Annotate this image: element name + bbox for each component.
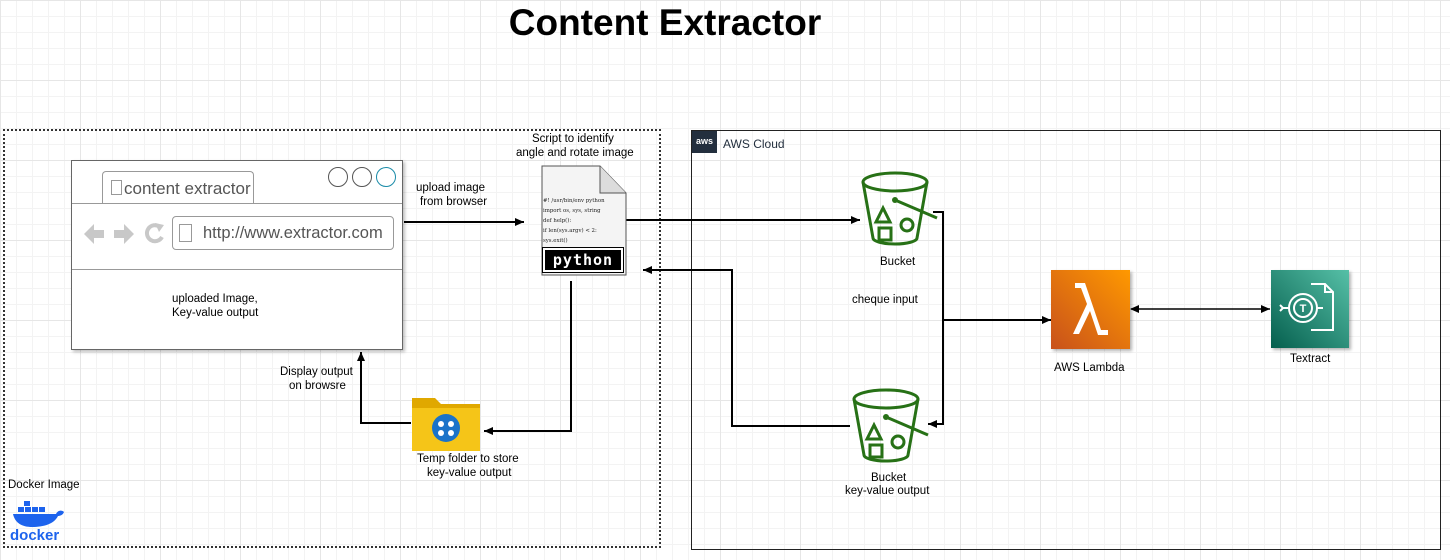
temp-folder-node (411, 394, 481, 452)
edge-script-to-folder (484, 281, 572, 435)
docker-logo-text: docker (10, 527, 60, 544)
divider (72, 203, 402, 204)
upload-label-line1: upload image (416, 182, 486, 194)
bucket-output-label-line2: key-value output (845, 485, 930, 497)
browser-window: content extractor http://www.extractor.c… (71, 160, 403, 350)
bucket-icon (861, 171, 938, 246)
bucket-icon (852, 388, 929, 463)
aws-cloud-group (691, 130, 1441, 550)
bucket-output-label-line1: Bucket (871, 472, 907, 484)
python-script-node: #! /usr/bin/env python import os, sys, s… (538, 163, 630, 281)
docker-whale-icon (13, 501, 64, 527)
window-button-icon (376, 167, 396, 187)
reload-icon (144, 223, 164, 244)
browser-body-line1: uploaded Image, (172, 293, 258, 305)
browser-body-line2: Key-value output (172, 307, 259, 319)
textract-icon: T (1279, 283, 1334, 331)
python-file-icon (541, 165, 627, 276)
script-label-line1: Script to identify (532, 133, 614, 145)
window-button-icon (328, 167, 348, 187)
python-badge: python (543, 248, 623, 272)
upload-label-line2: from browser (420, 196, 488, 208)
browser-address-bar: http://www.extractor.com (172, 216, 394, 250)
docker-image-group (3, 129, 661, 548)
navigation-icons (84, 223, 164, 244)
aws-lambda-node (1051, 270, 1130, 349)
textract-label: Textract (1290, 353, 1331, 365)
forward-arrow-icon (114, 224, 134, 244)
edge-folder-to-browser (357, 352, 411, 424)
aws-cloud-label: AWS Cloud (723, 137, 785, 151)
temp-folder-label-line2: key-value output (427, 467, 512, 479)
display-label-line1: Display output (280, 366, 353, 378)
page-icon (111, 180, 122, 195)
docker-image-label: Docker Image (8, 479, 80, 491)
edge-bucket-to-lambda (933, 211, 1051, 324)
browser-tab: content extractor (102, 171, 254, 204)
bucket-input-label: Bucket (880, 256, 916, 268)
script-label-line2: angle and rotate image (516, 147, 634, 159)
diagram-title: Content Extractor (508, 2, 822, 43)
textract-node: T (1271, 270, 1349, 348)
edge-lambda-to-bucket-output (928, 320, 944, 428)
browser-tab-bar: content extractor (72, 161, 402, 204)
divider (72, 269, 402, 270)
folder-icon (412, 398, 480, 451)
window-button-icon (352, 167, 372, 187)
python-code-snippet: #! /usr/bin/env python import os, sys, s… (543, 198, 605, 244)
page-icon (179, 224, 192, 242)
cheque-input-label: cheque input (852, 294, 918, 306)
back-arrow-icon (84, 224, 104, 244)
browser-url: http://www.extractor.com (203, 224, 383, 242)
temp-folder-label-line1: Temp folder to store (417, 453, 519, 465)
aws-lambda-label: AWS Lambda (1054, 362, 1125, 374)
aws-logo-icon: aws (692, 131, 717, 153)
lambda-icon (1073, 283, 1108, 335)
browser-tab-label: content extractor (124, 179, 251, 198)
svg-text:T: T (1300, 303, 1307, 315)
display-label-line2: on browsre (289, 380, 346, 392)
edge-bucket-output-to-script (643, 266, 850, 427)
